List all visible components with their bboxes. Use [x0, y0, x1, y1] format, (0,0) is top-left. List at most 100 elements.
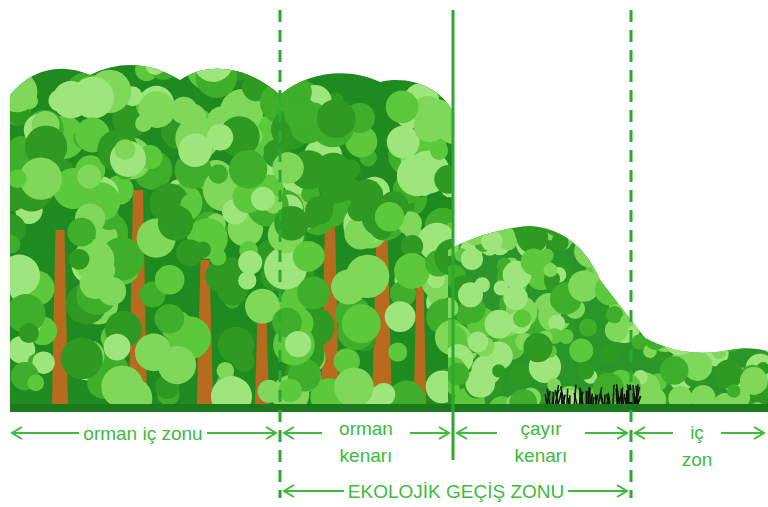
leaf-cluster: [218, 327, 254, 363]
shrub-leaves: [644, 327, 667, 350]
grass-blade: [574, 385, 576, 406]
shrub-leaves: [687, 315, 718, 346]
shrub-leaves: [705, 222, 720, 237]
grass-blade: [566, 389, 568, 406]
shrub-leaves: [576, 362, 594, 380]
shrub-leaves: [746, 259, 768, 292]
shrub-leaves: [731, 255, 764, 288]
shrub-leaves: [717, 286, 742, 311]
shrub-leaves: [626, 211, 648, 233]
leaf-cluster: [238, 251, 262, 275]
shrub-leaves: [737, 243, 763, 269]
leaf-cluster: [104, 334, 131, 361]
shrub-leaves: [559, 329, 574, 344]
shrub-leaves: [740, 367, 768, 395]
shrub-leaves: [595, 275, 625, 305]
shrub-leaves: [688, 233, 716, 261]
shrub-leaves: [714, 360, 743, 389]
shrub-leaves: [713, 222, 742, 251]
leaf-cluster: [394, 253, 430, 289]
shrub-leaves: [722, 215, 747, 240]
leaf-cluster: [297, 242, 325, 270]
leaf-cluster: [285, 331, 311, 357]
leaf-cluster: [242, 78, 260, 96]
shrub-leaves: [492, 364, 505, 377]
shrub-leaves: [693, 264, 726, 297]
shrub-leaves: [678, 219, 693, 234]
shrub-leaves: [438, 235, 459, 256]
shrub-leaves: [599, 258, 617, 276]
shrub-leaves: [685, 263, 711, 289]
zone-boundaries: [280, 10, 631, 498]
grass-blade: [561, 386, 565, 406]
shrub-leaves: [578, 230, 596, 248]
shrub-leaves: [579, 318, 597, 336]
leaf-cluster: [158, 205, 194, 241]
leaf-cluster: [19, 323, 39, 343]
grass-blade: [613, 385, 614, 406]
shrub-leaves: [708, 212, 741, 245]
shrub-leaves: [735, 302, 763, 330]
leaf-cluster: [52, 81, 89, 118]
forest-canopy: [0, 0, 460, 412]
leaf-cluster: [158, 346, 196, 384]
shrub-leaves: [675, 272, 707, 304]
grass-blade: [619, 388, 623, 407]
tree-trunk: [52, 230, 68, 406]
shrub-leaves: [447, 363, 470, 386]
shrub-leaves: [705, 249, 717, 261]
leaf-cluster: [434, 165, 463, 194]
leaf-cluster: [284, 97, 318, 131]
shrub-leaves: [544, 263, 558, 277]
shrub-leaves: [621, 234, 654, 267]
shrub-leaves: [604, 260, 628, 284]
leaf-cluster: [190, 47, 213, 70]
shrub-leaves: [669, 217, 691, 239]
leaf-cluster: [263, 63, 289, 89]
leaf-cluster: [238, 271, 256, 289]
shrub-leaves: [713, 278, 735, 300]
shrub-leaves: [641, 291, 665, 315]
shrub-leaves: [732, 275, 749, 292]
shrub-leaves: [600, 345, 618, 363]
edge-boundary: [452, 10, 455, 460]
leaf-cluster: [139, 91, 176, 128]
shrub-leaves: [693, 311, 717, 335]
shrub-leaves: [699, 237, 713, 251]
shrub-leaves: [458, 282, 483, 307]
grass-tufts: [545, 384, 641, 406]
shrub-leaves: [685, 274, 713, 302]
shrub-leaves: [685, 282, 698, 295]
leaf-cluster: [297, 277, 330, 310]
shrub-leaves: [466, 204, 498, 236]
grass-blade: [547, 389, 550, 406]
leaf-cluster: [193, 42, 233, 82]
shrub-leaves: [621, 240, 636, 255]
shrub-leaves: [742, 276, 763, 297]
shrub-leaves: [644, 258, 664, 278]
leaf-cluster: [272, 152, 303, 183]
shrub-leaves: [660, 247, 690, 277]
shrub-leaves: [688, 210, 722, 244]
shrub-leaves: [521, 249, 547, 275]
leaf-cluster: [155, 265, 185, 295]
leaf-cluster: [27, 374, 44, 391]
shrub-leaves: [708, 274, 726, 292]
leaf-cluster: [342, 304, 381, 343]
shrub-leaves: [747, 321, 767, 341]
shrub-leaves: [513, 309, 531, 327]
shrub-leaves: [523, 333, 552, 362]
shrub-leaves: [738, 249, 761, 272]
shrub-leaves: [749, 302, 768, 331]
leaf-cluster: [21, 92, 38, 109]
shrub-leaves: [467, 205, 499, 237]
shrub-leaves: [642, 280, 674, 312]
grass-blade: [589, 388, 591, 406]
shrub-leaves: [646, 222, 676, 252]
shrub-leaves: [509, 365, 531, 387]
shrub-layer: [438, 200, 768, 422]
shrub-leaves: [660, 356, 689, 385]
shrub-leaves: [569, 339, 593, 363]
shrub-leaves: [664, 324, 695, 355]
